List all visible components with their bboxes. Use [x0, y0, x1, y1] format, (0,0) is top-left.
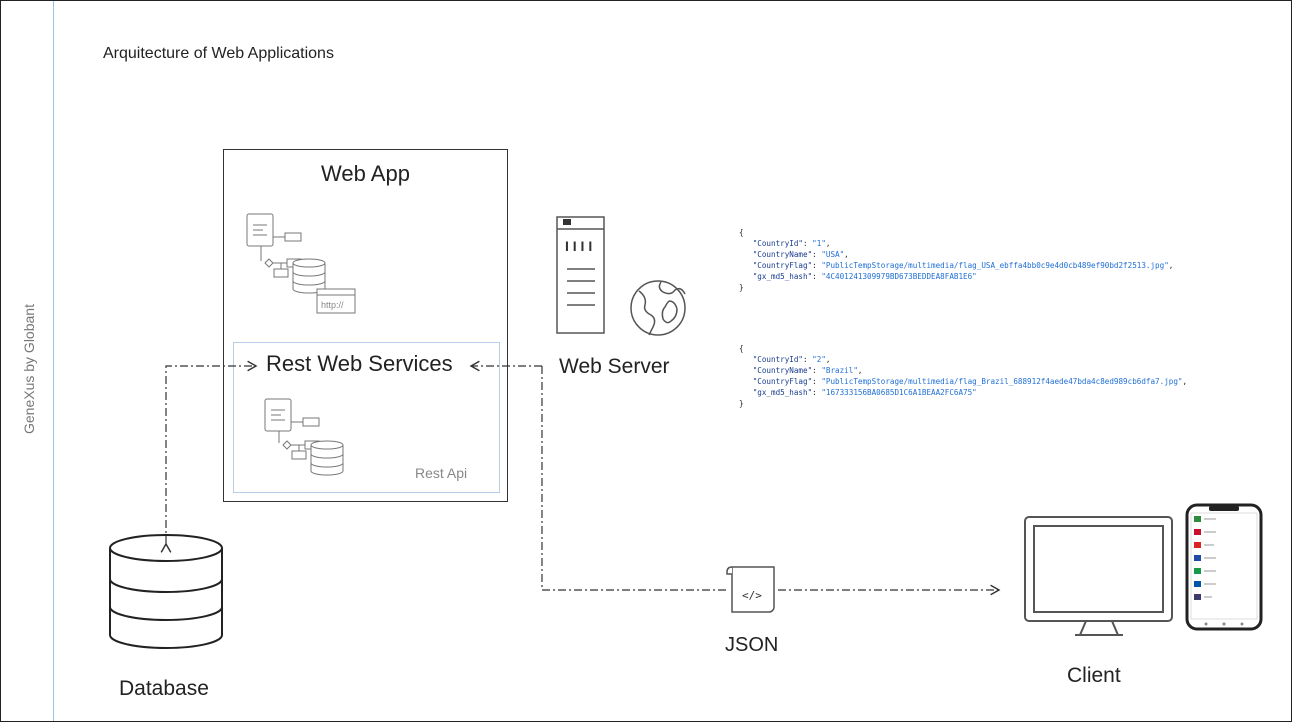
url-tag-text: http:// [321, 300, 344, 310]
json-key: "CountryName" [752, 366, 813, 375]
server-icon: I I I I [556, 216, 605, 334]
code-tag-text: </> [742, 589, 762, 602]
server-to-json-connector [541, 366, 728, 591]
web-server-label: Web Server [559, 355, 670, 378]
json-key: "CountryName" [752, 250, 813, 259]
json-label: JSON [725, 634, 779, 656]
json-value: "Brazil" [821, 366, 858, 375]
json-brace-close: } [739, 399, 744, 408]
json-key: "CountryFlag" [752, 261, 813, 270]
json-value: "167333156BA0685D1C6A1BEAA2FC6A75" [821, 388, 977, 397]
client-label: Client [1067, 664, 1121, 687]
web-app-box [223, 149, 508, 502]
web-app-module-icon: http:// [246, 213, 356, 314]
json-value: "PublicTempStorage/multimedia/flag_USA_e… [821, 261, 1169, 270]
json-brace-open: { [739, 228, 744, 237]
web-app-title: Web App [321, 161, 410, 186]
smartphone-icon [1185, 503, 1263, 631]
json-value: "PublicTempStorage/multimedia/flag_Brazi… [821, 377, 1183, 386]
json-value: "1" [812, 239, 826, 248]
sidebar-divider [53, 1, 54, 721]
json-key: "gx_md5_hash" [752, 272, 813, 281]
json-value: "4C401241309979BD673BEDDEA8FAB1E6" [821, 272, 977, 281]
slide-title: Arquitecture of Web Applications [103, 45, 334, 62]
server-vents: I I I I [565, 238, 592, 254]
globe-icon [630, 280, 686, 336]
rest-api-module-icon [264, 398, 344, 476]
json-brace-close: } [739, 283, 744, 292]
monitor-icon [1024, 516, 1173, 636]
json-key: "CountryFlag" [752, 377, 813, 386]
db-to-rest-connector [160, 360, 258, 553]
json-sample-usa: { "CountryId": "1", "CountryName": "USA"… [739, 228, 1174, 292]
rest-web-services-title: Rest Web Services [266, 351, 453, 376]
json-key: "CountryId" [752, 239, 804, 248]
json-key: "gx_md5_hash" [752, 388, 813, 397]
database-label: Database [119, 677, 209, 700]
json-value: "2" [812, 355, 826, 364]
json-brace-open: { [739, 344, 744, 353]
json-value: "USA" [821, 250, 845, 259]
rest-api-label: Rest Api [415, 465, 468, 481]
json-key: "CountryId" [752, 355, 804, 364]
json-sample-brazil: { "CountryId": "2", "CountryName": "Braz… [739, 344, 1188, 408]
json-file-icon: </> [726, 566, 775, 613]
database-icon [109, 534, 223, 649]
